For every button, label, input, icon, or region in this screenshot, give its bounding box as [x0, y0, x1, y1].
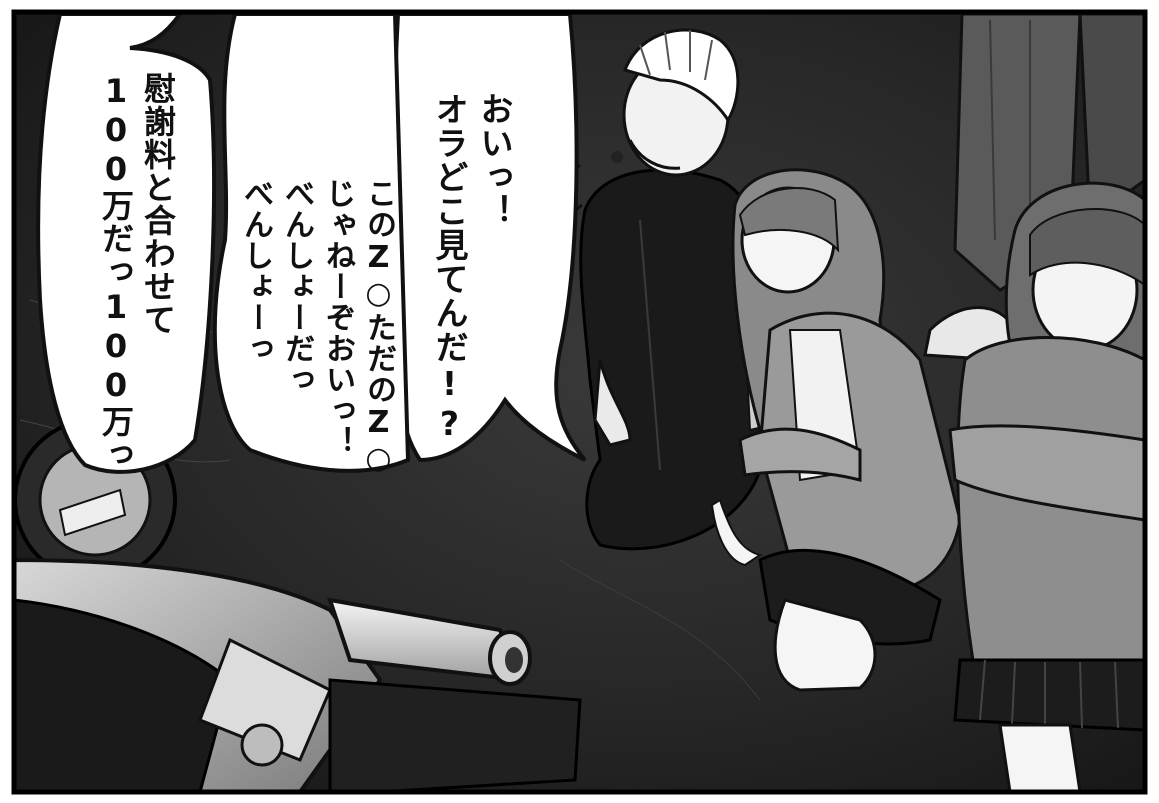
speech-right-line2: オラどこ見てんだ!? — [430, 92, 469, 444]
speech-middle-line2: じゃねーぞおいっ！ — [320, 178, 355, 457]
girl-right-figure — [948, 181, 1147, 794]
speech-middle-line3: べんしょーだっ — [279, 178, 314, 395]
girl-center-figure — [710, 168, 962, 692]
speech-left-line1: 慰謝料と合わせて — [139, 72, 177, 336]
speech-middle-line1: このZ○ただのZ○ — [361, 178, 396, 477]
panel-border — [11, 9, 1148, 795]
bubble-right-shape — [392, 12, 587, 463]
bubble-middle-shape — [212, 12, 411, 473]
boy-figure — [565, 28, 794, 551]
speech-left-line2: 100万だっ100万っ — [97, 72, 135, 471]
speech-middle-line4: べんしょーっ — [238, 178, 273, 364]
speech-bubbles — [36, 12, 587, 474]
bubble-left-shape — [36, 12, 217, 474]
speech-right-line1: おいっ！ — [475, 92, 514, 228]
